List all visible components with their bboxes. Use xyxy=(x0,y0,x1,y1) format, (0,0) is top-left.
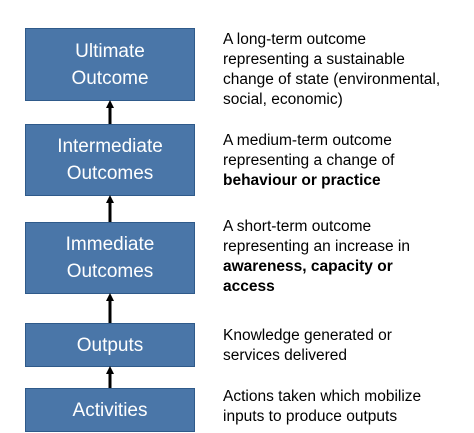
box-title-line: Outcomes xyxy=(66,261,154,282)
box-title-line: Immediate xyxy=(65,234,155,255)
description-immediate-outcomes: A short-term outcome representing an inc… xyxy=(223,217,468,297)
description-line-bold: behaviour or practice xyxy=(223,172,381,189)
description-line: services delivered xyxy=(223,347,348,364)
box-title-line: Intermediate xyxy=(57,136,163,157)
box-title-line: Ultimate xyxy=(75,40,145,62)
box-title-line: Outcomes xyxy=(66,163,154,184)
description-line: A long-term outcome xyxy=(223,31,367,48)
description-activities: Actions taken which mobilize inputs to p… xyxy=(223,387,468,427)
description-line-bold: access xyxy=(223,278,275,295)
box-intermediate-outcomes: Intermediate Outcomes xyxy=(25,124,195,196)
description-line: change of state (environmental, xyxy=(223,71,441,88)
box-title-line: Outcome xyxy=(71,67,149,89)
description-intermediate-outcomes: A medium-term outcome representing a cha… xyxy=(223,131,468,191)
description-ultimate-outcome: A long-term outcome representing a susta… xyxy=(223,30,468,110)
description-line-bold: awareness, capacity or xyxy=(223,258,393,275)
box-title-line: Outputs xyxy=(76,334,144,356)
description-outputs: Knowledge generated or services delivere… xyxy=(223,326,468,366)
box-immediate-outcomes: Immediate Outcomes xyxy=(25,222,195,294)
description-line: A short-term outcome xyxy=(223,218,372,235)
description-line: social, economic) xyxy=(223,91,343,108)
description-line: Actions taken which mobilize xyxy=(223,388,422,405)
box-activities: Activities xyxy=(25,388,195,432)
description-line: inputs to produce outputs xyxy=(223,408,398,425)
description-line: A medium-term outcome xyxy=(223,132,392,149)
box-outputs: Outputs xyxy=(25,323,195,367)
description-line: representing a sustainable xyxy=(223,51,405,68)
description-line: Knowledge generated or xyxy=(223,327,392,344)
description-line: representing an increase in xyxy=(223,238,410,255)
description-line: representing a change of xyxy=(223,152,395,169)
box-title-line: Activities xyxy=(72,399,148,421)
box-ultimate-outcome: Ultimate Outcome xyxy=(25,28,195,101)
